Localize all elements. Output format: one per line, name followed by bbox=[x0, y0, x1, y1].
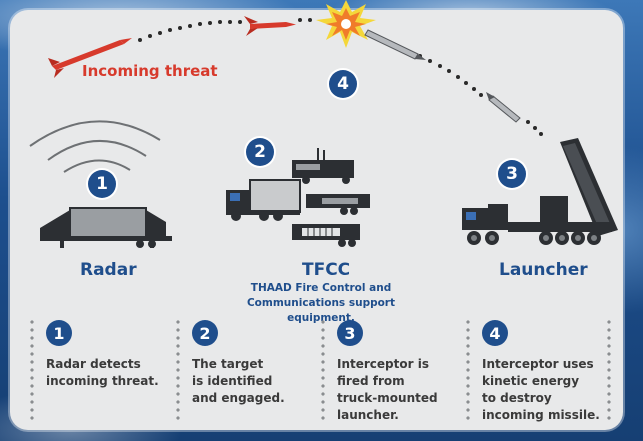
step-column-2: 2 The target is identified and engaged. bbox=[176, 318, 316, 426]
step-column-4: 4 Interceptor uses kinetic energy to des… bbox=[466, 318, 606, 426]
step-marker-radar: 1 bbox=[88, 170, 116, 198]
step-column-3: 3 Interceptor is fired from truck-mounte… bbox=[321, 318, 461, 426]
launcher-label: Launcher bbox=[499, 260, 588, 280]
generator-trailer-icon bbox=[292, 224, 360, 247]
step-marker-launcher: 3 bbox=[498, 160, 526, 188]
radar-icon bbox=[40, 207, 172, 248]
dotted-divider bbox=[176, 318, 180, 424]
incoming-missile-icon bbox=[48, 38, 132, 78]
interceptor-missile-icon bbox=[364, 29, 426, 60]
explosion-icon bbox=[316, 0, 376, 48]
step-number: 3 bbox=[337, 320, 363, 346]
step-column-1: 1 Radar detects incoming threat. bbox=[30, 318, 170, 426]
command-truck-icon bbox=[226, 179, 301, 221]
step-marker-intercept: 4 bbox=[329, 70, 357, 98]
incoming-missile-icon bbox=[244, 16, 296, 36]
dotted-divider bbox=[30, 318, 34, 424]
threat-trajectory bbox=[138, 18, 312, 42]
step-number: 1 bbox=[46, 320, 72, 346]
step-marker-number: 2 bbox=[254, 142, 266, 162]
radar-label: Radar bbox=[80, 260, 137, 280]
step-description: The target is identified and engaged. bbox=[192, 357, 285, 405]
interceptor-missile-icon bbox=[486, 92, 521, 123]
step-description: Radar detects incoming threat. bbox=[46, 357, 159, 388]
launcher-truck-icon bbox=[462, 138, 618, 245]
step-description: Interceptor is fired from truck-mounted … bbox=[337, 357, 438, 422]
radar-wave-icon bbox=[29, 120, 161, 173]
dotted-divider bbox=[607, 318, 611, 424]
step-description: Interceptor uses kinetic energy to destr… bbox=[482, 357, 600, 422]
step-marker-number: 1 bbox=[96, 174, 108, 194]
dotted-divider bbox=[321, 318, 325, 424]
interceptor-trajectory bbox=[418, 54, 543, 136]
step-marker-tfcc: 2 bbox=[246, 138, 274, 166]
incoming-threat-label: Incoming threat bbox=[82, 62, 218, 80]
step-marker-number: 4 bbox=[337, 74, 349, 94]
communications-truck-icon bbox=[292, 148, 354, 184]
support-trailer-icon bbox=[306, 194, 370, 215]
tfcc-label: TFCC bbox=[302, 260, 351, 280]
step-number: 2 bbox=[192, 320, 218, 346]
step-number: 4 bbox=[482, 320, 508, 346]
step-marker-number: 3 bbox=[506, 164, 518, 184]
dotted-divider bbox=[466, 318, 470, 424]
